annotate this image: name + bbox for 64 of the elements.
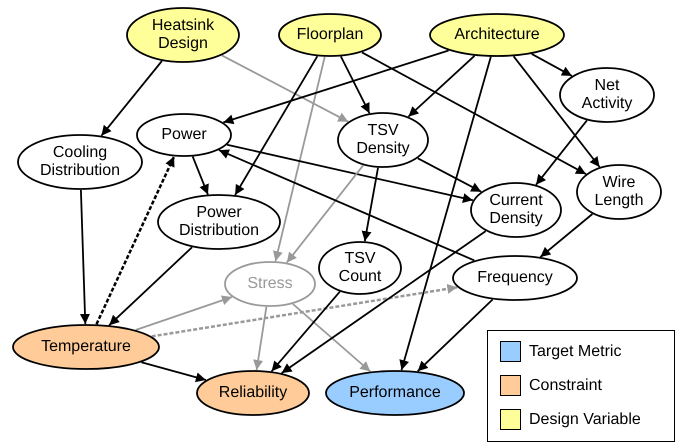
arrow	[340, 56, 370, 114]
arrow	[512, 56, 600, 168]
ellipse-node	[196, 370, 310, 416]
arrow	[399, 56, 492, 370]
arrow	[100, 60, 163, 136]
arrow	[535, 120, 588, 186]
node-label: Frequency	[477, 269, 553, 287]
node-label: Cooling Distribution	[38, 144, 122, 180]
ellipse-node	[337, 112, 429, 168]
arrow	[253, 306, 268, 370]
node-label: Stress	[247, 275, 293, 293]
ellipse-node	[278, 13, 382, 57]
ellipse-node	[157, 194, 281, 250]
ellipse-node	[17, 134, 143, 190]
node-label: TSV Density	[355, 122, 411, 158]
node-label: Wire Length	[594, 174, 644, 210]
ellipse-node	[429, 13, 565, 57]
ellipse-node	[136, 113, 232, 157]
node-label: Performance	[349, 384, 441, 402]
ellipse-node	[325, 370, 465, 416]
arrow	[135, 296, 232, 331]
arrow	[292, 303, 371, 372]
arrow	[234, 56, 318, 196]
node-label: Temperature	[41, 338, 131, 356]
ellipse-node	[470, 182, 562, 238]
ellipse-node	[126, 7, 240, 63]
node-label: Power	[161, 126, 207, 144]
legend-label: Design Variable	[529, 410, 641, 428]
arrow	[417, 158, 482, 192]
arrow	[192, 156, 209, 195]
node-label: Current Density	[488, 192, 544, 228]
arrow	[531, 53, 572, 77]
arrow	[362, 52, 586, 175]
node-label: TSV Count	[338, 250, 382, 286]
arrow	[152, 284, 458, 338]
node-label: Floorplan	[296, 26, 364, 44]
arrow	[270, 291, 340, 372]
arrow	[218, 149, 475, 262]
ellipse-node	[224, 261, 316, 307]
arrow	[226, 144, 474, 203]
arrow	[417, 298, 494, 372]
arrow	[362, 168, 379, 242]
arrow	[281, 230, 486, 374]
ellipse-node	[576, 164, 662, 220]
arrow	[108, 246, 193, 326]
arrow	[286, 164, 364, 264]
ellipse-node	[12, 324, 160, 370]
node-label: Net Activity	[580, 77, 634, 113]
arrow	[221, 54, 349, 122]
node-label: Reliability	[218, 384, 288, 402]
arrow	[223, 50, 449, 124]
arrow	[408, 55, 476, 118]
legend-label: Target Metric	[529, 342, 622, 360]
arrow	[80, 190, 90, 324]
ellipse-node	[452, 255, 578, 301]
ellipse-node	[559, 67, 655, 123]
legend-label: Constraint	[529, 376, 602, 394]
node-label: Architecture	[454, 26, 540, 44]
node-label: Heatsink Design	[150, 17, 216, 53]
arrow	[540, 213, 593, 258]
node-label: Power Distribution	[178, 204, 260, 240]
arrow	[272, 56, 326, 262]
ellipse-node	[318, 241, 402, 295]
arrow	[141, 361, 206, 382]
